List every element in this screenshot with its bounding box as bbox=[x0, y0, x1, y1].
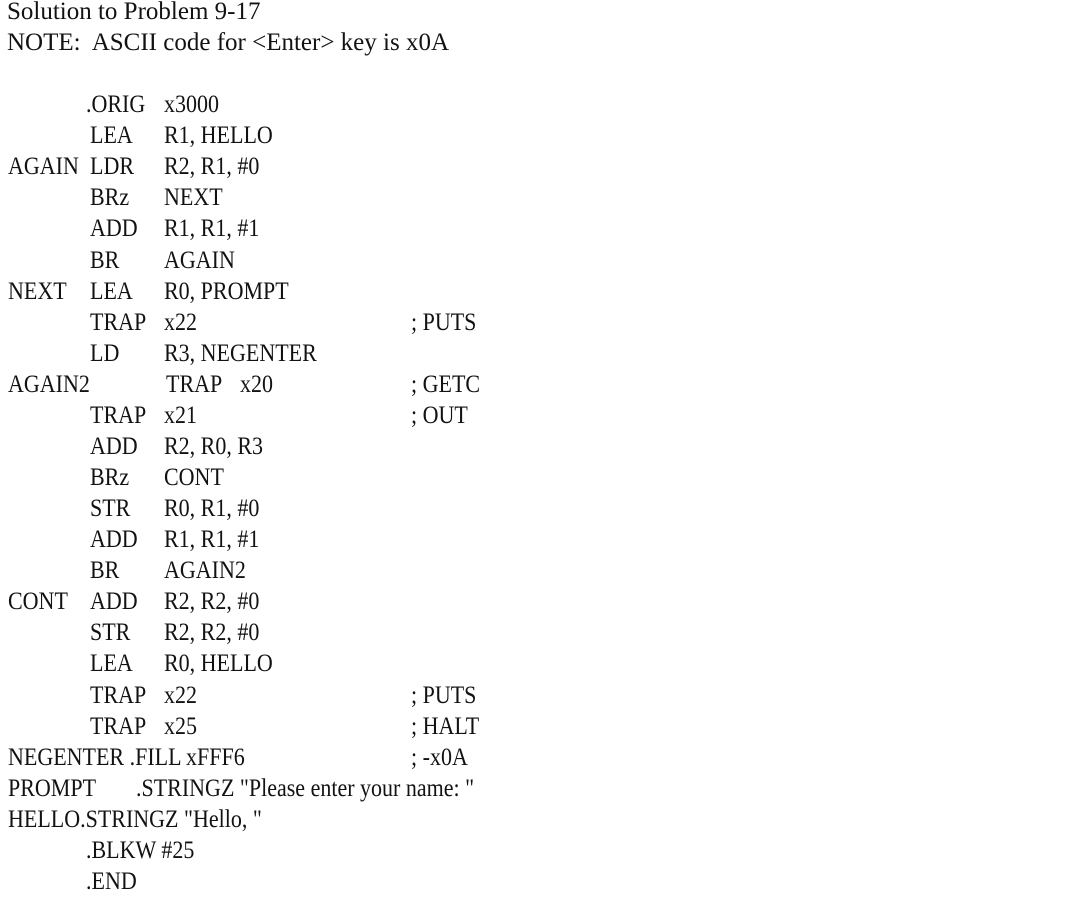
opcode: LEA bbox=[90, 277, 133, 305]
operand: AGAIN bbox=[164, 246, 235, 274]
code-line: STR R0, R1, #0 bbox=[0, 493, 1084, 524]
code-line: .ORIG x3000 bbox=[0, 89, 1084, 120]
code-line: STR R2, R2, #0 bbox=[0, 617, 1084, 648]
operand: R1, R1, #1 bbox=[164, 215, 260, 243]
operand: R0, HELLO bbox=[164, 650, 273, 678]
opcode: LEA bbox=[90, 650, 133, 678]
code-line: .BLKW #25 bbox=[0, 835, 1084, 866]
operand: CONT bbox=[164, 464, 224, 492]
label: NEXT bbox=[8, 277, 67, 305]
operand: x25 bbox=[164, 712, 197, 740]
code-line: LD R3, NEGENTER bbox=[0, 338, 1084, 369]
code-line: CONT ADD R2, R2, #0 bbox=[0, 586, 1084, 617]
opcode: TRAP bbox=[90, 308, 147, 336]
opcode: ADD bbox=[90, 526, 138, 554]
note-text: NOTE: ASCII code for <Enter> key is x0A bbox=[7, 29, 450, 57]
opcode: BRz bbox=[90, 464, 130, 492]
code-line: AGAIN2 TRAP x20 ; GETC bbox=[0, 369, 1084, 400]
code-line: BRz NEXT bbox=[0, 182, 1084, 213]
operand: R3, NEGENTER bbox=[164, 339, 317, 367]
code-line: TRAP x22 ; PUTS bbox=[0, 307, 1084, 338]
opcode: TRAP bbox=[90, 681, 147, 709]
page-title: Solution to Problem 9-17 bbox=[7, 0, 261, 25]
opcode: TRAP bbox=[166, 370, 223, 398]
code-line: HELLO.STRINGZ "Hello, " bbox=[0, 804, 1084, 835]
operand: R2, R0, R3 bbox=[164, 432, 264, 460]
opcode: ADD bbox=[90, 432, 138, 460]
label: AGAIN bbox=[8, 153, 79, 181]
comment: ; PUTS bbox=[411, 308, 477, 336]
code-line: BR AGAIN2 bbox=[0, 555, 1084, 586]
label-directive: NEGENTER .FILL bbox=[8, 743, 182, 771]
label: AGAIN2 bbox=[8, 370, 90, 398]
opcode: STR bbox=[90, 495, 131, 523]
label-directive-string: HELLO.STRINGZ "Hello, " bbox=[8, 805, 262, 833]
opcode: TRAP bbox=[90, 401, 147, 429]
operand: NEXT bbox=[164, 184, 223, 212]
operand: x22 bbox=[164, 681, 197, 709]
comment: ; GETC bbox=[411, 370, 481, 398]
operand: R0, PROMPT bbox=[164, 277, 289, 305]
opcode: LDR bbox=[90, 153, 134, 181]
operand: x20 bbox=[240, 370, 273, 398]
opcode: TRAP bbox=[90, 712, 147, 740]
code-line: AGAIN LDR R2, R1, #0 bbox=[0, 151, 1084, 182]
code-line: ADD R1, R1, #1 bbox=[0, 524, 1084, 555]
note-line: NOTE: ASCII code for <Enter> key is x0A bbox=[0, 27, 1084, 58]
code-line: ADD R1, R1, #1 bbox=[0, 213, 1084, 244]
opcode: STR bbox=[90, 619, 131, 647]
opcode: BRz bbox=[90, 184, 130, 212]
code-line: .END bbox=[0, 866, 1084, 897]
opcode: ADD bbox=[90, 588, 138, 616]
code-line: BRz CONT bbox=[0, 462, 1084, 493]
directive: .ORIG bbox=[86, 91, 146, 119]
code-line: TRAP x25 ; HALT bbox=[0, 711, 1084, 742]
code-line: LEA R0, HELLO bbox=[0, 648, 1084, 679]
directive-string: .STRINGZ "Please enter your name: " bbox=[136, 774, 475, 802]
code-line: TRAP x21 ; OUT bbox=[0, 400, 1084, 431]
operand: R1, HELLO bbox=[164, 122, 273, 150]
opcode: LD bbox=[90, 339, 120, 367]
comment: ; -x0A bbox=[411, 743, 468, 771]
opcode: BR bbox=[90, 246, 120, 274]
label: PROMPT bbox=[8, 774, 97, 802]
operand: x22 bbox=[164, 308, 197, 336]
operand: R0, R1, #0 bbox=[164, 495, 260, 523]
operand: R2, R1, #0 bbox=[164, 153, 260, 181]
code-line: BR AGAIN bbox=[0, 245, 1084, 276]
operand: R2, R2, #0 bbox=[164, 619, 260, 647]
operand: AGAIN2 bbox=[164, 557, 246, 585]
operand: R1, R1, #1 bbox=[164, 526, 260, 554]
label: CONT bbox=[8, 588, 68, 616]
opcode: ADD bbox=[90, 215, 138, 243]
directive: .END bbox=[86, 867, 137, 895]
operand: xFFF6 bbox=[186, 743, 245, 771]
comment: ; OUT bbox=[411, 401, 468, 429]
opcode: LEA bbox=[90, 122, 133, 150]
comment: ; PUTS bbox=[411, 681, 477, 709]
code-line: NEXT LEA R0, PROMPT bbox=[0, 276, 1084, 307]
code-line: LEA R1, HELLO bbox=[0, 120, 1084, 151]
code-line: TRAP x22 ; PUTS bbox=[0, 680, 1084, 711]
opcode: BR bbox=[90, 557, 120, 585]
comment: ; HALT bbox=[411, 712, 480, 740]
title-line: Solution to Problem 9-17 bbox=[0, 0, 1084, 27]
blank-line bbox=[0, 58, 1084, 89]
operand: R2, R2, #0 bbox=[164, 588, 260, 616]
operand: x3000 bbox=[164, 91, 219, 119]
code-line: ADD R2, R0, R3 bbox=[0, 431, 1084, 462]
code-line: PROMPT .STRINGZ "Please enter your name: … bbox=[0, 773, 1084, 804]
directive-operand: .BLKW #25 bbox=[86, 836, 195, 864]
operand: x21 bbox=[164, 401, 197, 429]
